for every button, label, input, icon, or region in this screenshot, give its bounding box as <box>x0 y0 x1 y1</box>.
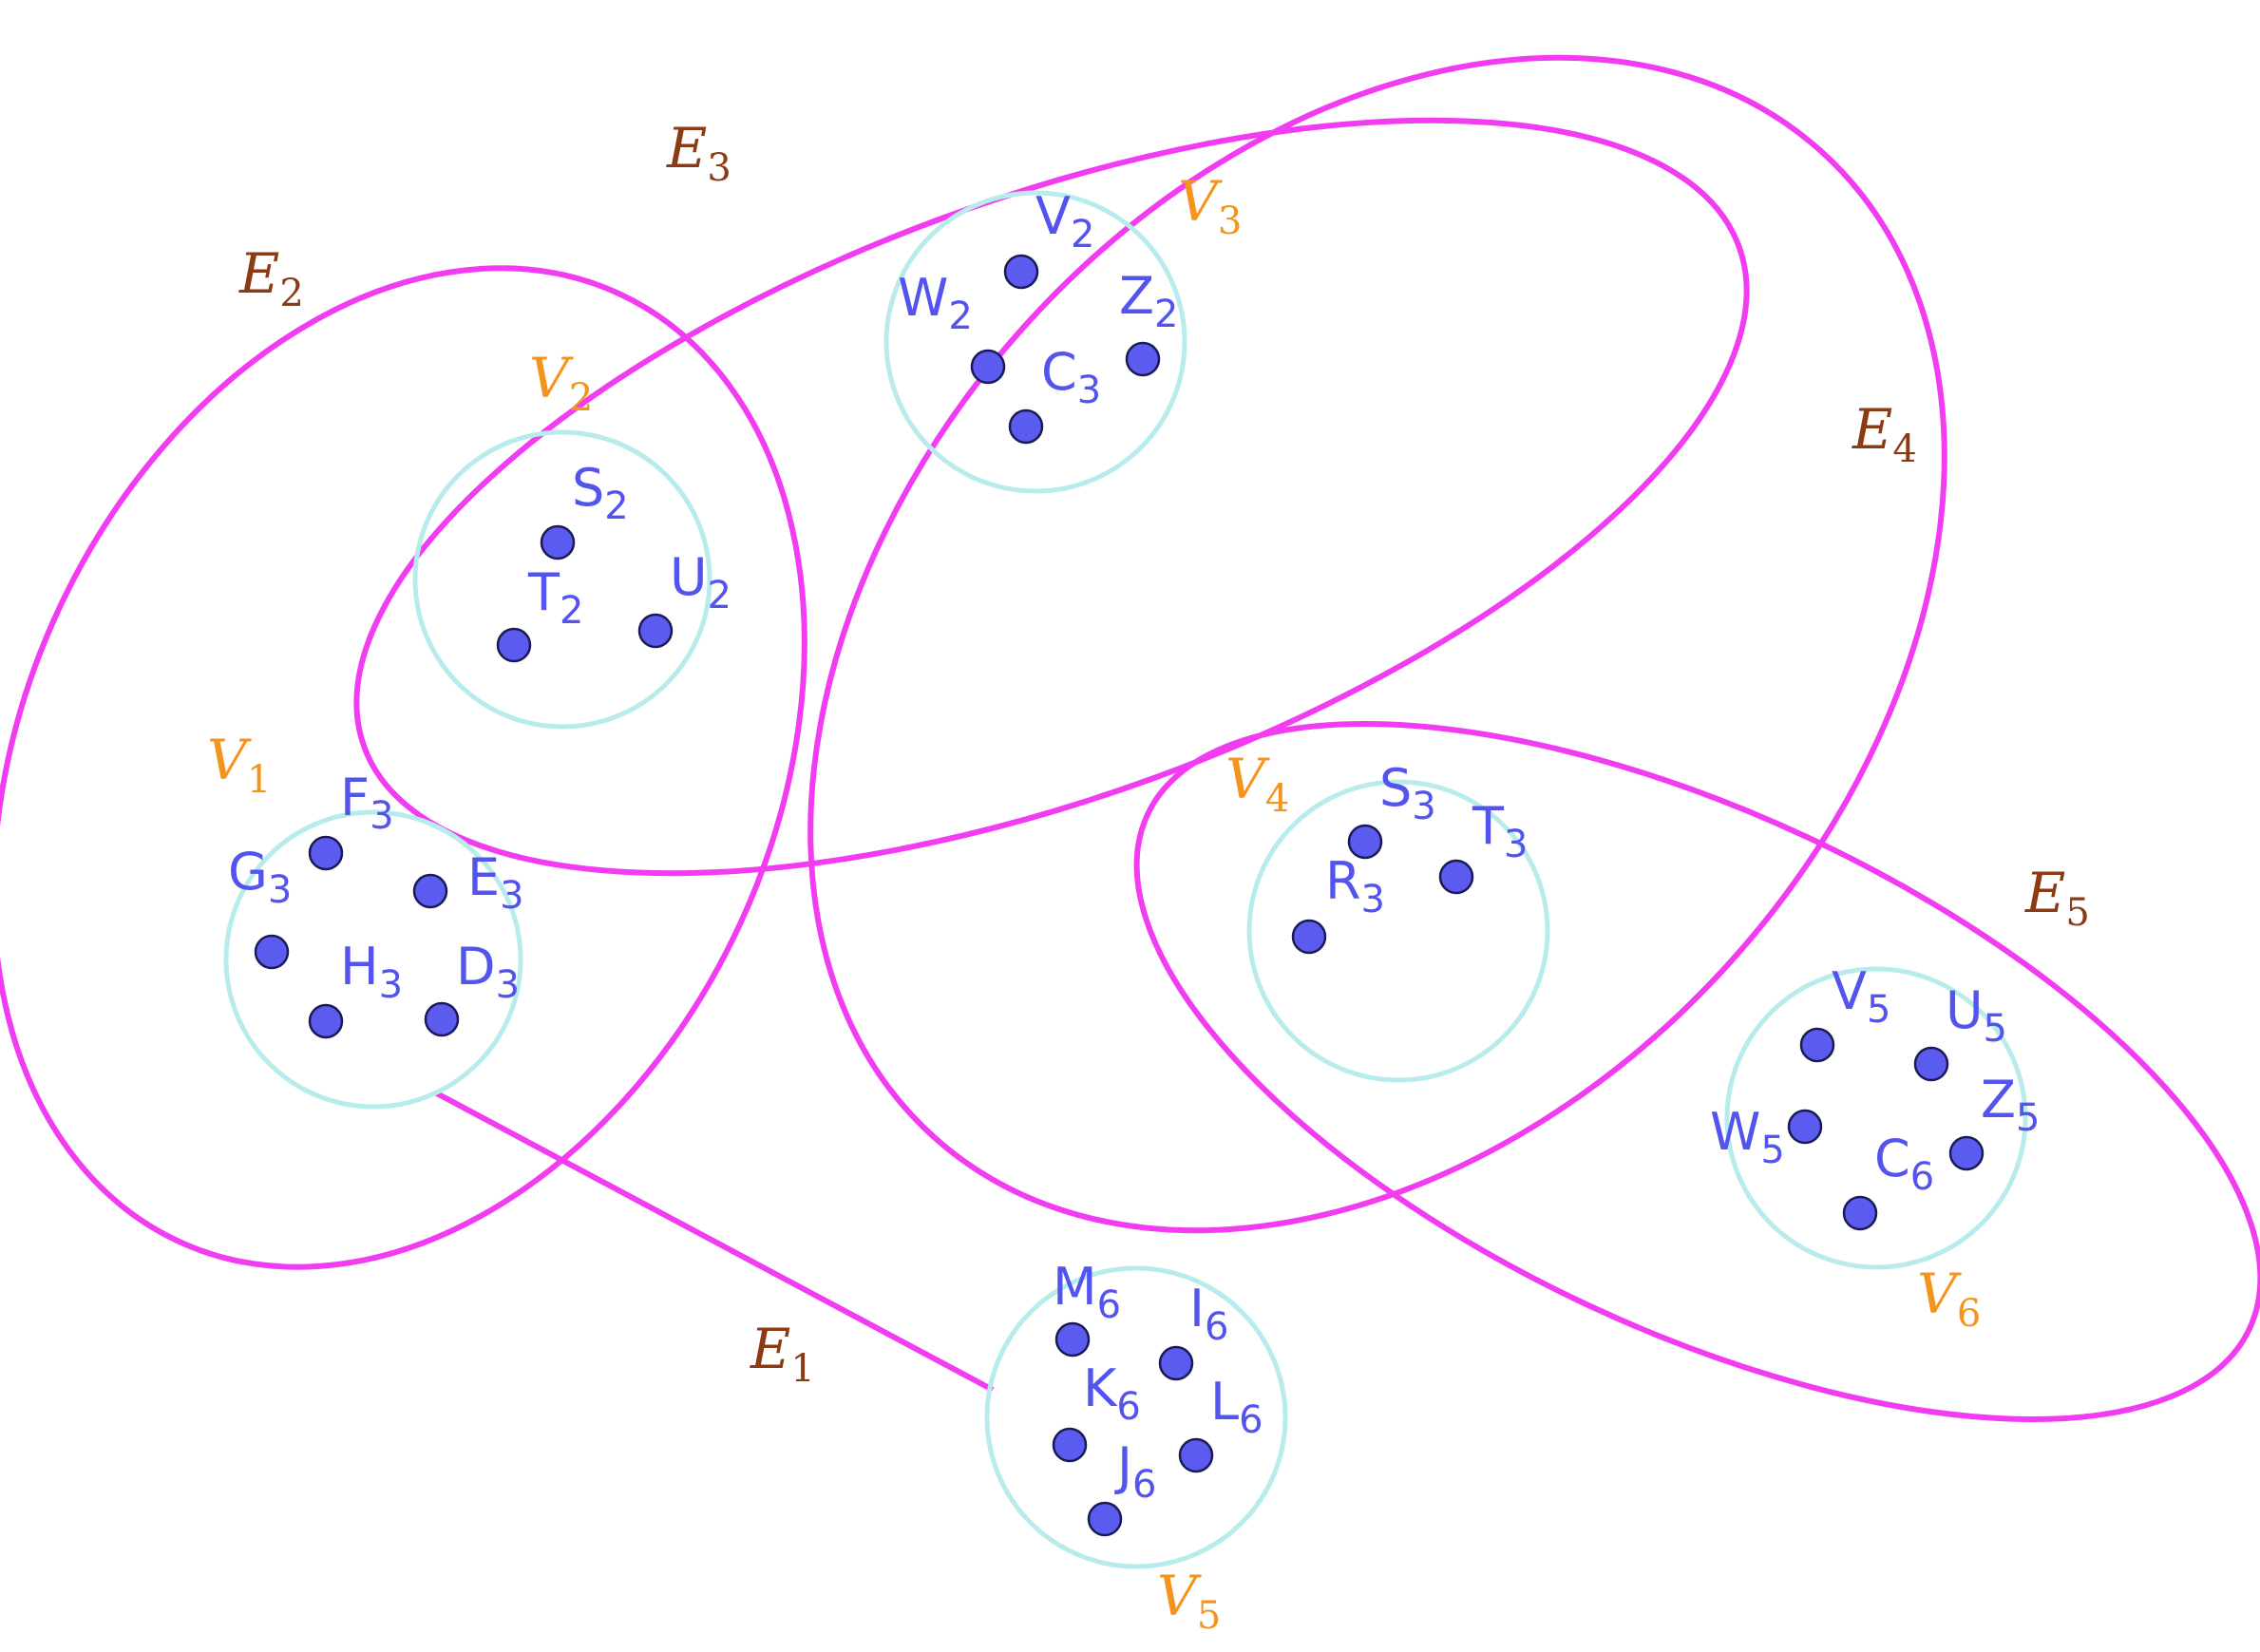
vertex-r3 <box>1291 919 1327 955</box>
vertex-k6 <box>1052 1427 1088 1463</box>
vertex-label-w5: W5 <box>1710 1102 1785 1172</box>
hyperedge-e4 <box>807 54 1947 1234</box>
vertex-i6 <box>1158 1345 1194 1381</box>
hyperedge-e1 <box>433 1090 995 1393</box>
hyperedge-labels: E1 E2 E3 E4 E5 <box>238 116 2090 1391</box>
vertex-z2 <box>1125 341 1161 377</box>
vertex-m6 <box>1054 1321 1091 1358</box>
vertex-z5 <box>1948 1135 1985 1171</box>
vertex-label-u2: U2 <box>670 547 731 617</box>
vertex-g3 <box>254 934 290 970</box>
vertex-label-r3: R3 <box>1325 851 1385 921</box>
vertex-s3 <box>1347 824 1383 860</box>
vertex-label-k6: K6 <box>1083 1358 1141 1429</box>
vertex-label-v5: V5 <box>1832 961 1890 1032</box>
cluster-label-v3: V3 <box>1178 169 1242 243</box>
vertex-label-h3: H3 <box>340 937 403 1007</box>
vertex-t3 <box>1438 859 1474 895</box>
edge-label-e3: E3 <box>666 116 731 190</box>
cluster-labels: V1 V2 V3 V4 V5 V6 <box>207 169 1981 1638</box>
cluster-v2 <box>412 429 712 730</box>
vertex-j6 <box>1087 1501 1123 1537</box>
edge-label-e5: E5 <box>2024 861 2090 935</box>
vertex-label-u5: U5 <box>1946 980 2007 1051</box>
vertex-u5 <box>1913 1046 1949 1082</box>
vertex-label-g3: G3 <box>228 842 292 912</box>
vertex-label-z2: Z2 <box>1119 266 1178 336</box>
vertex-label-c6: C6 <box>1874 1129 1934 1199</box>
cluster-label-v2: V2 <box>529 346 593 420</box>
vertex-u2 <box>637 613 674 649</box>
vertex-label-j6: J6 <box>1114 1436 1156 1507</box>
vertex-h3 <box>308 1003 344 1039</box>
vertex-label-i6: I6 <box>1189 1279 1228 1349</box>
cluster-label-v5: V5 <box>1157 1564 1221 1638</box>
vertex-label-c3: C3 <box>1041 342 1101 412</box>
vertex-label-t3: T3 <box>1472 796 1528 866</box>
hyperedges <box>0 54 2260 1422</box>
vertex-e3 <box>412 873 448 909</box>
vertex-f3 <box>308 835 344 871</box>
edge-label-e1: E1 <box>750 1317 815 1391</box>
vertex-v2 <box>1003 254 1039 290</box>
vertex-label-s3: S3 <box>1379 758 1436 828</box>
vertex-label-f3: F3 <box>340 768 394 838</box>
hyperedge-e2 <box>0 265 807 1270</box>
vertex-t2 <box>496 627 532 663</box>
vertex-l6 <box>1178 1437 1214 1473</box>
vertex-w5 <box>1787 1109 1823 1145</box>
cluster-v1 <box>223 809 523 1110</box>
vertex-d3 <box>424 1001 460 1037</box>
cluster-v3 <box>883 190 1187 494</box>
clusters <box>223 190 2028 1569</box>
vertex-labels: F3 G3 E3 H3 D3 S2 T2 U2 V2 W2 Z2 C3 S3 T… <box>228 186 2040 1507</box>
cluster-v5 <box>984 1265 1288 1569</box>
vertex-label-l6: L6 <box>1210 1372 1263 1442</box>
vertex-label-v2: V2 <box>1035 186 1094 256</box>
vertex-c6 <box>1842 1195 1878 1231</box>
cluster-label-v1: V1 <box>207 728 271 802</box>
vertex-label-m6: M6 <box>1053 1257 1121 1327</box>
vertex-label-d3: D3 <box>456 937 520 1007</box>
hyperedge-e5 <box>1133 721 2260 1422</box>
cluster-v4 <box>1246 779 1550 1083</box>
vertices <box>254 254 1985 1537</box>
vertex-w2 <box>970 349 1006 385</box>
vertex-label-z5: Z5 <box>1981 1070 2040 1140</box>
vertex-label-t2: T2 <box>527 562 583 633</box>
vertex-label-w2: W2 <box>898 268 973 338</box>
vertex-v5 <box>1799 1027 1835 1063</box>
vertex-s2 <box>540 524 576 560</box>
vertex-c3 <box>1008 408 1044 445</box>
cluster-v6 <box>1724 966 2028 1270</box>
edge-label-e2: E2 <box>238 241 304 315</box>
cluster-label-v4: V4 <box>1225 747 1289 821</box>
hyperedge-e3 <box>353 117 1750 877</box>
cluster-label-v6: V6 <box>1917 1262 1981 1336</box>
vertex-label-s2: S2 <box>572 458 629 528</box>
vertex-label-e3: E3 <box>467 847 524 918</box>
edge-label-e4: E4 <box>1852 397 1917 471</box>
